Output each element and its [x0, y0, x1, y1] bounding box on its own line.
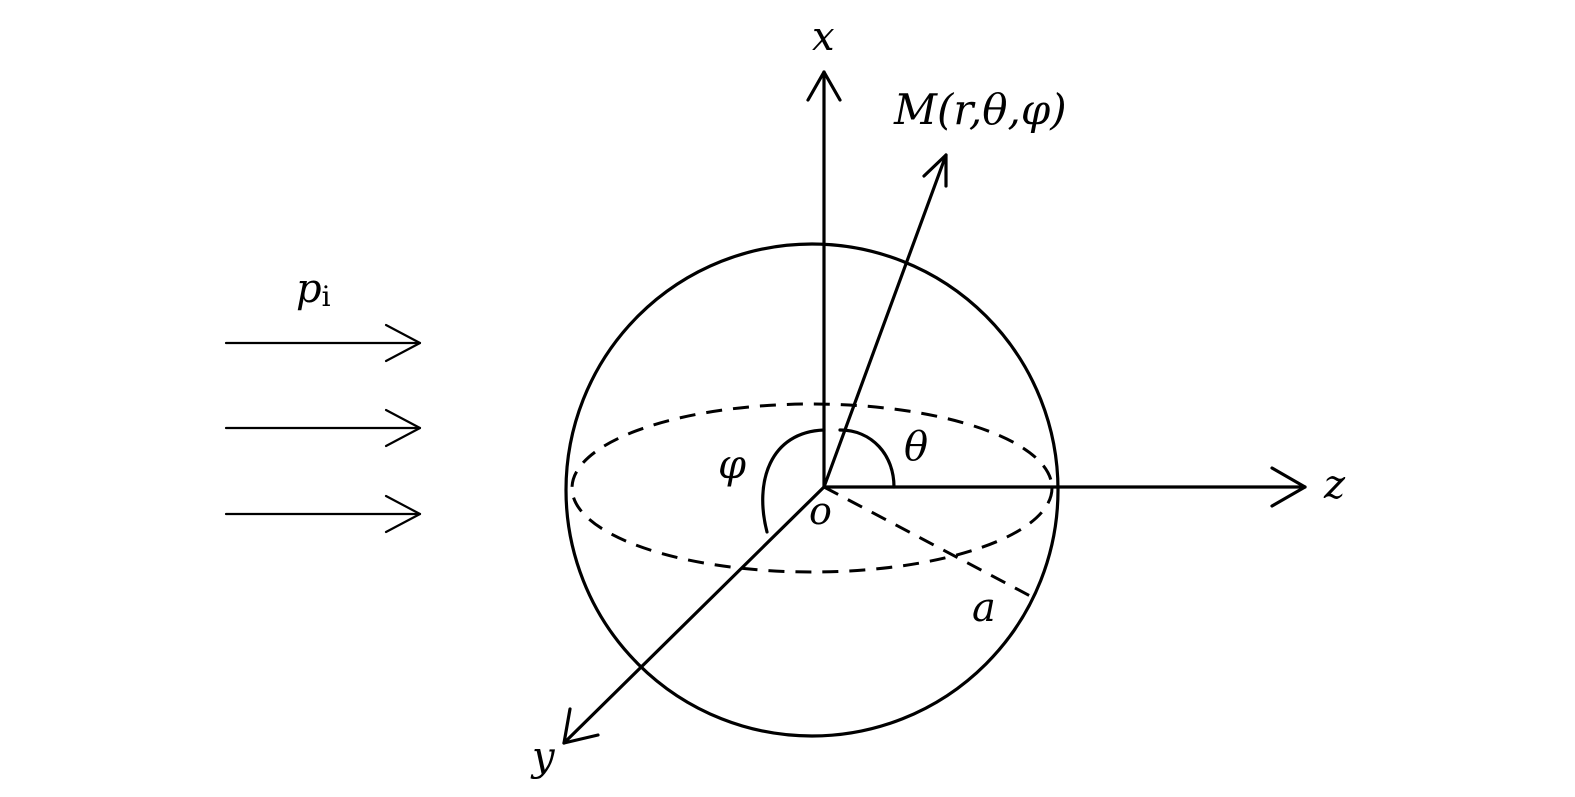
x-axis: [806, 70, 842, 489]
radius-line: [823, 485, 1035, 600]
z-axis-label: z: [1323, 462, 1346, 508]
point-m-label: M(r,θ,φ): [893, 85, 1067, 134]
incident-wave-arrows: [224, 323, 422, 534]
x-axis-label: x: [812, 14, 835, 60]
incident-arrow-3: [224, 494, 422, 534]
y-axis-label: y: [530, 734, 556, 780]
incident-arrow-1: [224, 323, 422, 363]
phi-label: φ: [718, 442, 746, 488]
incident-arrow-2: [224, 408, 422, 448]
z-axis: [822, 466, 1307, 508]
origin-label: o: [809, 489, 832, 533]
theta-arc: [838, 428, 896, 489]
theta-label: θ: [904, 424, 928, 470]
sphere-outline: [564, 242, 1060, 738]
phi-arc: [761, 428, 826, 534]
incident-pressure-label: pi: [296, 266, 331, 313]
y-axis: [562, 485, 826, 745]
radius-label: a: [972, 585, 996, 631]
